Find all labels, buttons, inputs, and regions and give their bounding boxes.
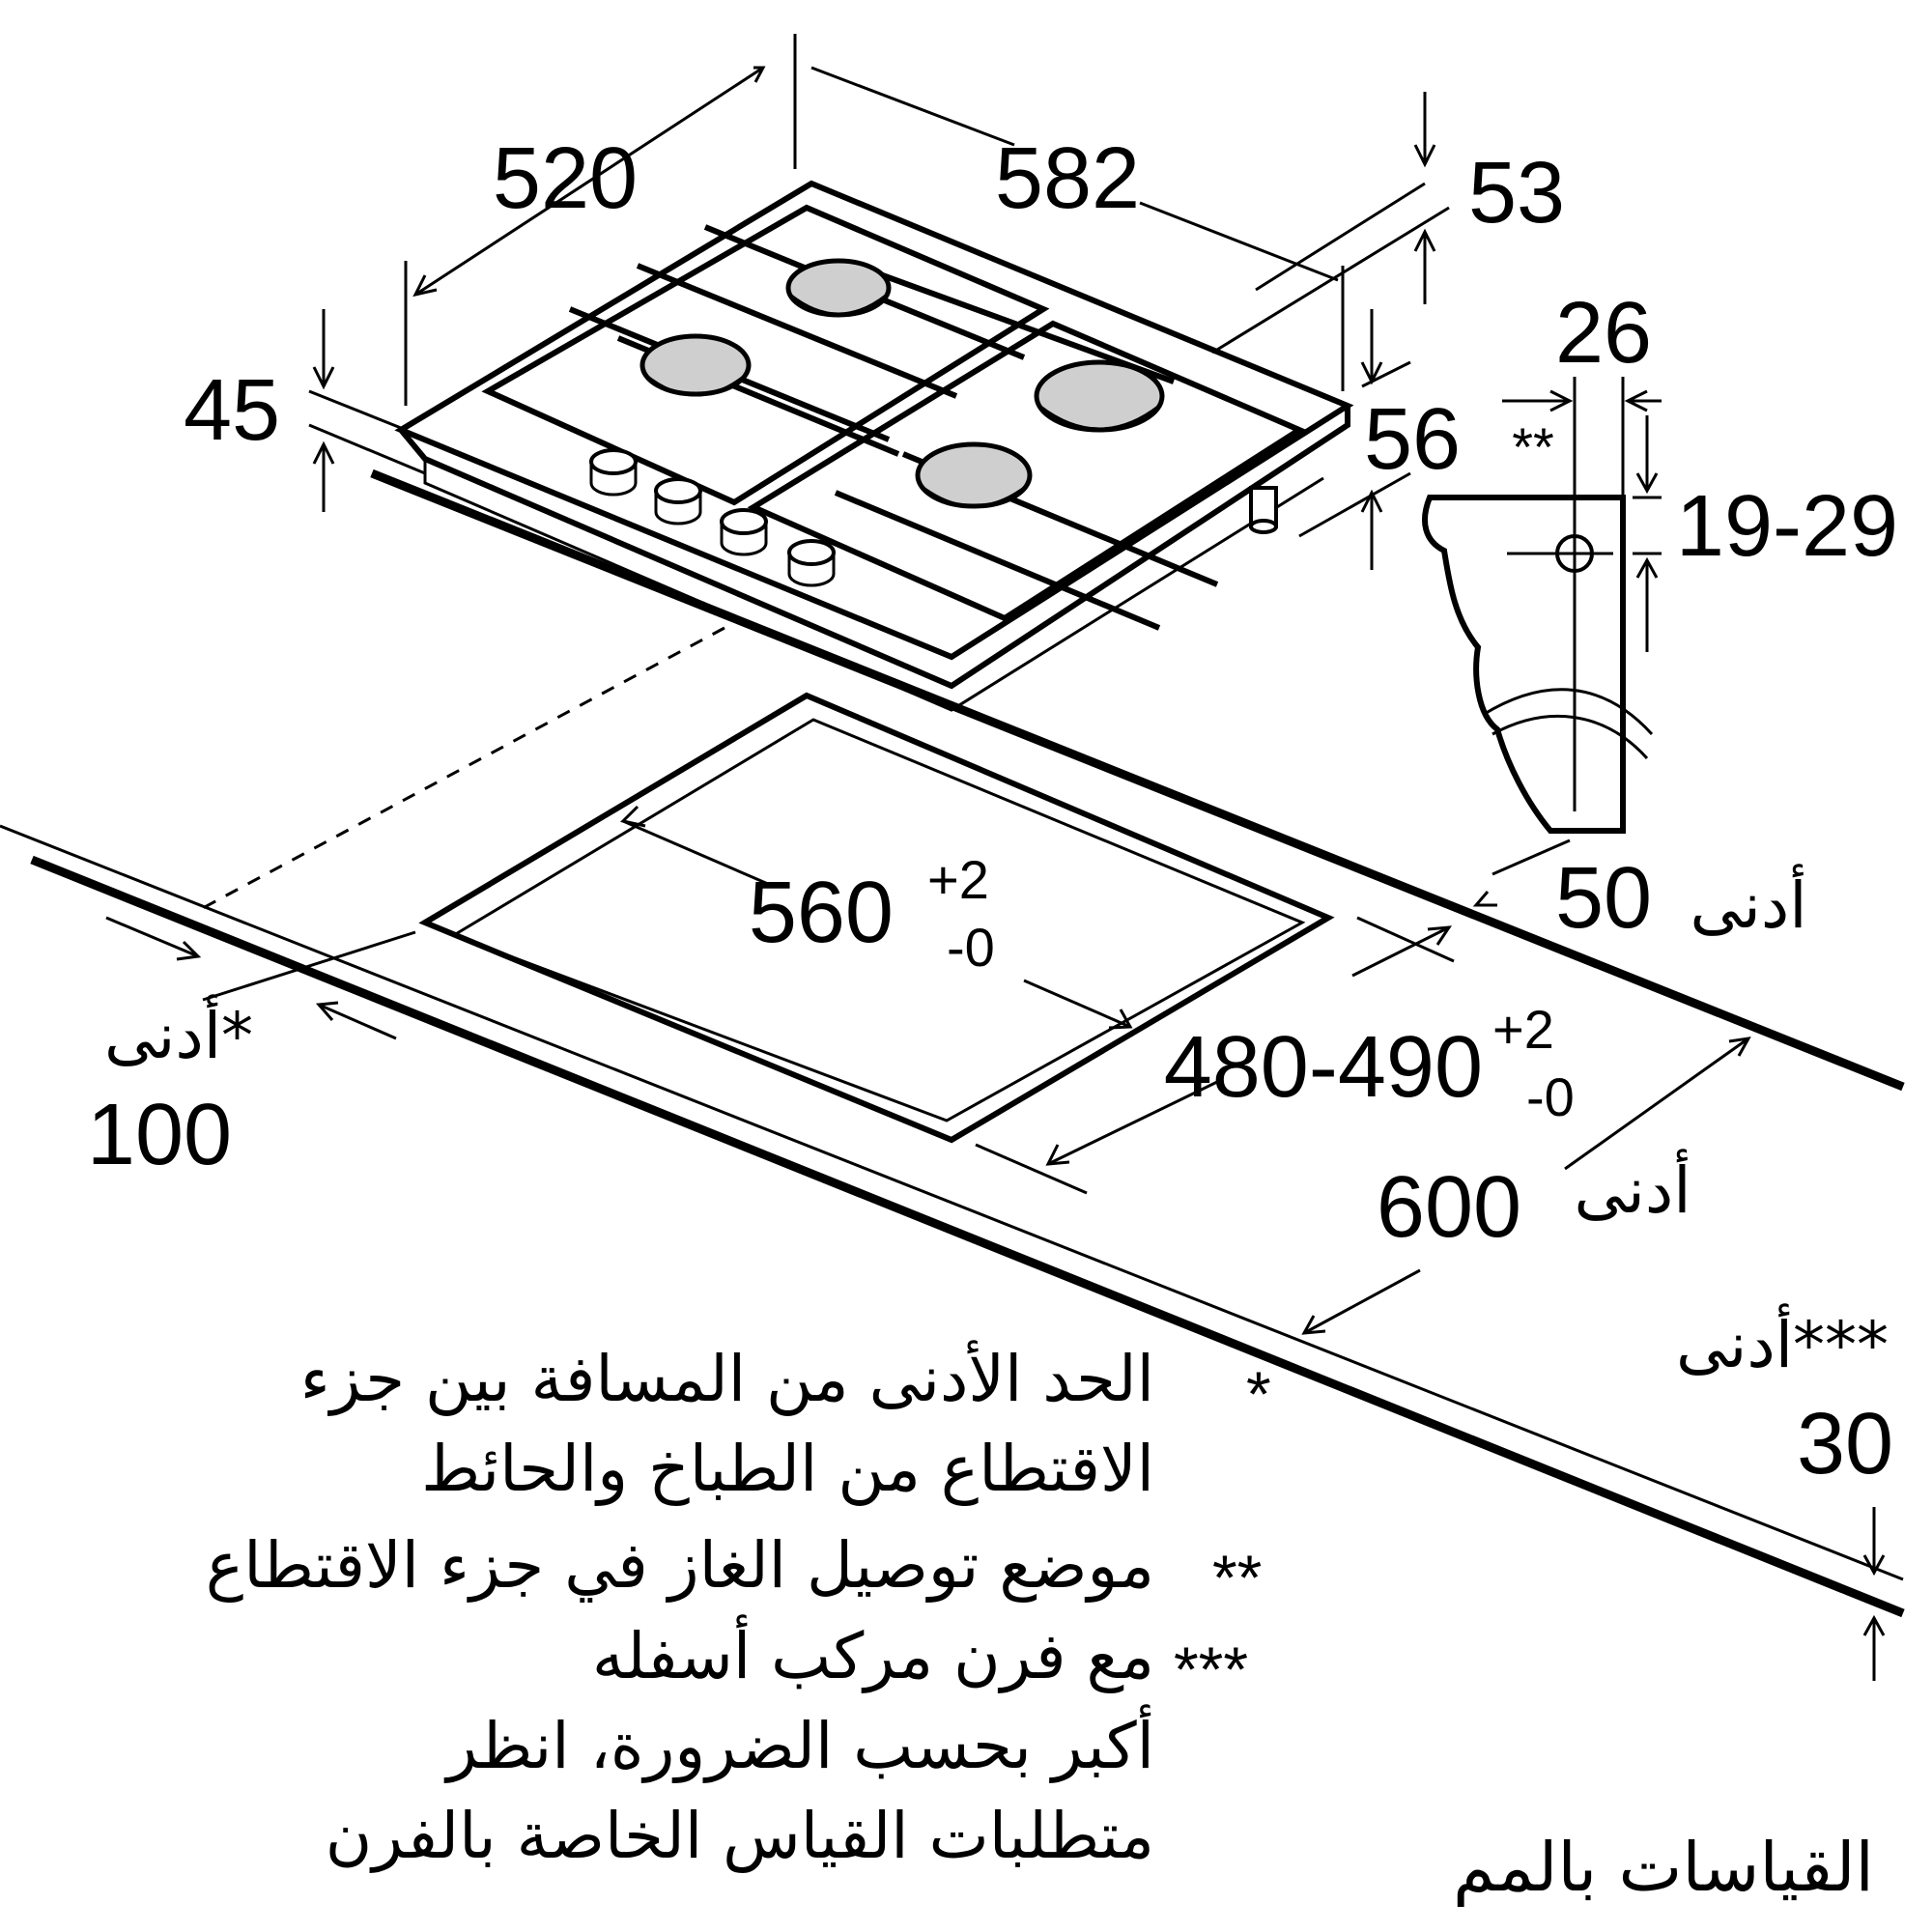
dim-56-label: 56 bbox=[1364, 391, 1461, 488]
min-600-word: أدنى bbox=[1574, 1149, 1690, 1228]
min-50-value: 50 bbox=[1555, 850, 1652, 947]
clearance-min-100: أدنى* 100 bbox=[87, 994, 253, 1183]
note-2-line-1: موضع توصيل الغاز في جزء الاقتطاع bbox=[205, 1528, 1154, 1603]
burner-front-left bbox=[639, 333, 752, 397]
units-label: القياسات بالمم bbox=[1453, 1828, 1874, 1907]
gas-connector bbox=[1249, 486, 1278, 534]
clearance-min-600: 600 أدنى bbox=[1377, 1149, 1691, 1256]
dim-582-label: 582 bbox=[995, 130, 1140, 227]
min-100-word: أدنى* bbox=[104, 994, 253, 1073]
burner-front-right bbox=[915, 441, 1033, 509]
dim-53-label: 53 bbox=[1468, 145, 1565, 242]
note-1-line-1: الحد الأدنى من المسافة بين جزء bbox=[299, 1342, 1154, 1416]
countertop bbox=[0, 469, 1905, 1618]
dim-45-label: 45 bbox=[184, 362, 280, 459]
note-3-mark: *** bbox=[1174, 1634, 1249, 1705]
note-3-line-1: مع فرن مركب أسفله bbox=[591, 1619, 1154, 1693]
note-1-line-2: الاقتطاع من الطباخ والحائط bbox=[421, 1432, 1154, 1506]
clearance-min-30: أدنى*** 30 bbox=[1676, 1303, 1893, 1492]
cutout-width-minus: -0 bbox=[947, 917, 995, 978]
control-knobs bbox=[589, 448, 836, 587]
cutout-depth-label: 480-490 +2 -0 bbox=[1164, 999, 1575, 1127]
min-30-value: 30 bbox=[1797, 1396, 1893, 1492]
hob-appliance bbox=[394, 180, 1354, 712]
min-50-word: أدنى bbox=[1690, 864, 1806, 943]
dimension-lines-cutout bbox=[105, 805, 1886, 1681]
note-3-line-2: أكبر بحسب الضرورة، انظر bbox=[446, 1709, 1154, 1783]
cutout-depth-plus: +2 bbox=[1492, 999, 1554, 1060]
side-profile bbox=[1422, 377, 1662, 834]
cutout-depth-base: 480-490 bbox=[1164, 1019, 1483, 1116]
min-600-value: 600 bbox=[1377, 1159, 1521, 1256]
min-30-word: أدنى*** bbox=[1676, 1303, 1889, 1382]
note-3-line-3: متطلبات القياس الخاصة بالفرن bbox=[325, 1799, 1154, 1873]
dimension-lines-hob bbox=[308, 34, 1450, 570]
dim-19-29-label: 19-29 bbox=[1676, 478, 1898, 575]
clearance-min-50: 50 أدنى bbox=[1555, 850, 1807, 947]
burner-back-right bbox=[1034, 359, 1165, 433]
gas-connection-mark: ** bbox=[1512, 416, 1554, 477]
note-1-mark: * bbox=[1246, 1358, 1271, 1430]
cutout-outline bbox=[202, 626, 1335, 1144]
burner-back-left bbox=[785, 258, 892, 318]
dim-520-label: 520 bbox=[493, 130, 638, 227]
dim-26-label: 26 bbox=[1555, 285, 1652, 382]
cutout-width-label: 560 +2 -0 bbox=[749, 849, 995, 978]
note-2-mark: ** bbox=[1212, 1542, 1263, 1613]
cutout-depth-minus: -0 bbox=[1526, 1066, 1575, 1127]
cutout-width-base: 560 bbox=[749, 865, 894, 961]
cutout-width-plus: +2 bbox=[927, 849, 989, 910]
min-100-value: 100 bbox=[87, 1087, 232, 1183]
